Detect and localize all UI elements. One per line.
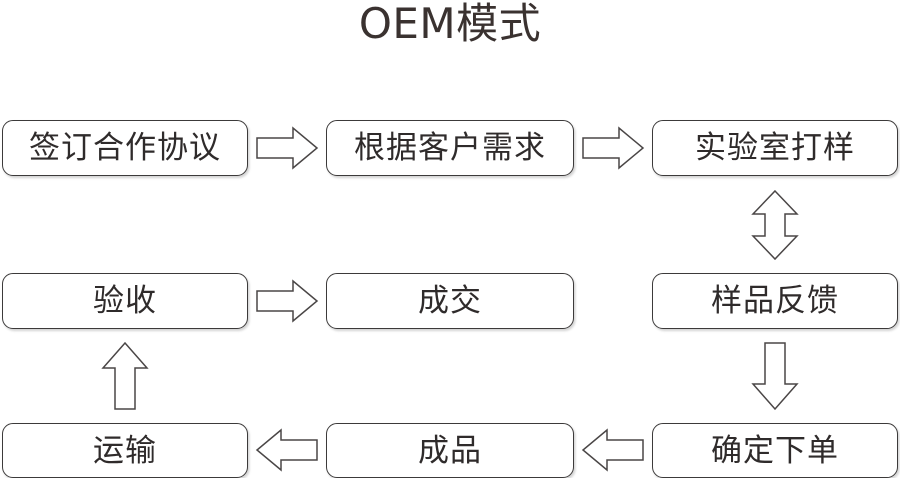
node-label: 运输 [93,432,157,469]
node-label: 验收 [93,283,157,319]
node-confirm-order[interactable]: 确定下单 [652,423,898,478]
node-deal-closed[interactable]: 成交 [326,273,574,329]
node-finished-product[interactable]: 成品 [326,423,574,478]
node-label: 实验室打样 [695,130,855,166]
node-label: 签订合作协议 [29,130,221,166]
node-acceptance-check[interactable]: 验收 [2,273,248,329]
page-title: OEM模式 [358,0,542,48]
arrow-left-icon-n9-to-n8 [581,428,644,472]
node-sample-feedback[interactable]: 样品反馈 [652,273,898,329]
node-transportation[interactable]: 运输 [2,423,248,478]
node-label: 样品反馈 [711,283,839,319]
node-label: 成交 [418,283,482,319]
node-label: 根据客户需求 [354,130,546,166]
node-lab-sampling[interactable]: 实验室打样 [652,120,898,176]
node-label: 确定下单 [711,432,839,469]
arrow-up-down-icon-n3-to-n6 [744,189,806,261]
arrow-down-icon-n6-to-n9 [744,342,806,411]
arrow-right-icon-n1-to-n2 [256,126,319,170]
arrow-up-icon-n7-to-n4 [94,341,156,410]
node-per-customer-requirements[interactable]: 根据客户需求 [326,120,574,176]
node-label: 成品 [418,432,482,469]
node-sign-cooperation-agreement[interactable]: 签订合作协议 [2,120,248,176]
arrow-left-icon-n8-to-n7 [255,428,318,472]
arrow-right-icon-n2-to-n3 [582,126,645,170]
arrow-right-icon-n4-to-n5 [256,279,319,323]
